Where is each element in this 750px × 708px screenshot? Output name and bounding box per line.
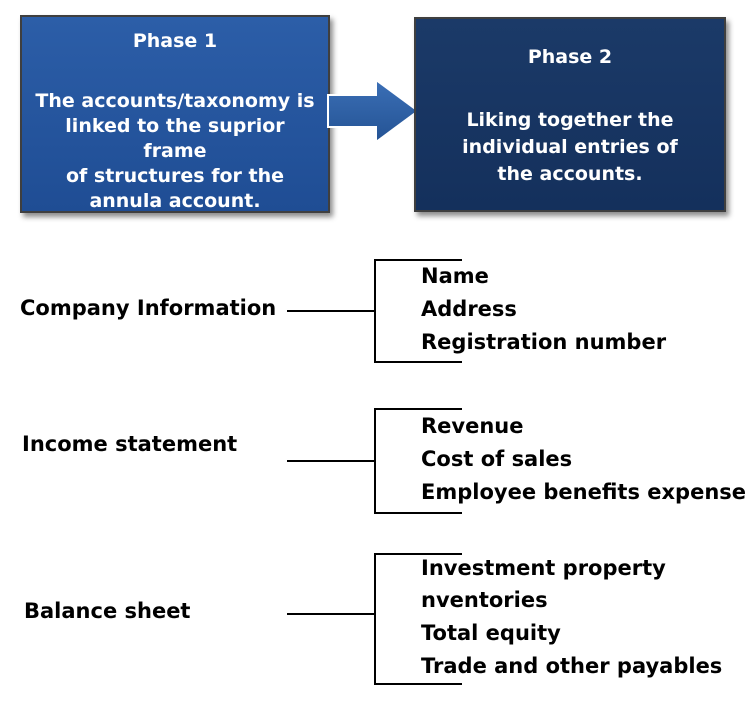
phase-1-box: Phase 1 The accounts/taxonomy is linked … <box>20 15 330 213</box>
item-employee-benefits-expense: Employee benefits expense <box>421 480 747 504</box>
item-registration-number: Registration number <box>421 330 667 354</box>
item-inventories: nventories <box>421 588 548 612</box>
group-3-bracket <box>374 553 462 685</box>
group-label-income-statement: Income statement <box>22 432 238 456</box>
right-arrow-icon <box>327 78 420 144</box>
item-cost-of-sales: Cost of sales <box>421 447 573 471</box>
item-total-equity: Total equity <box>421 621 561 645</box>
group-label-company-information: Company Information <box>20 296 277 320</box>
item-address: Address <box>421 297 517 321</box>
item-name: Name <box>421 264 489 288</box>
item-investment-property: Investment property <box>421 556 666 580</box>
phase-1-description: The accounts/taxonomy is linked to the s… <box>35 90 315 212</box>
phase-2-title: Phase 2 <box>527 46 613 68</box>
group-2-bracket <box>374 408 462 514</box>
phase-1-title: Phase 1 <box>132 30 218 52</box>
phase-2-description: Liking together the individual entries o… <box>462 109 678 185</box>
item-trade-and-other-payables: Trade and other payables <box>421 654 723 678</box>
phase-2-box: Phase 2 Liking together the individual e… <box>414 17 726 212</box>
group-label-balance-sheet: Balance sheet <box>24 599 191 623</box>
group-1-bracket <box>374 259 462 363</box>
item-revenue: Revenue <box>421 414 524 438</box>
